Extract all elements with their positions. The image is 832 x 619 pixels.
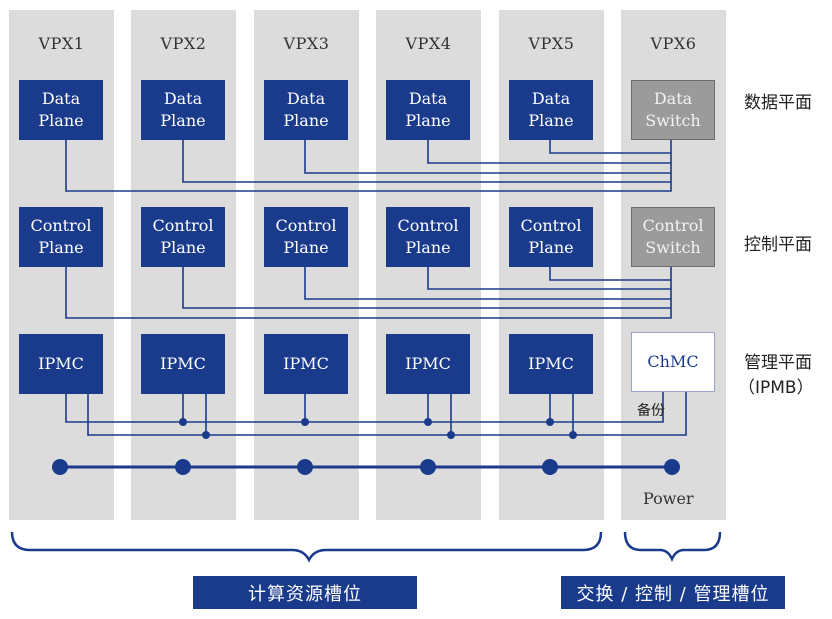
- data-plane-vpx4: Data Plane: [386, 80, 470, 140]
- data-plane-vpx3: Data Plane: [264, 80, 348, 140]
- ipmb-node: [202, 431, 210, 439]
- data-link-vpx5: [549, 140, 671, 154]
- control-switch-vpx6: Control Switch: [631, 207, 715, 267]
- control-link-vpx4: [427, 267, 671, 290]
- ipmb-bus-a: [65, 392, 664, 423]
- ipmb-node: [179, 418, 187, 426]
- ipmc-vpx2: IPMC: [141, 334, 225, 394]
- control-link-vpx5: [549, 267, 671, 281]
- ipmb-node: [569, 431, 577, 439]
- control-link-vpx3: [304, 267, 671, 300]
- backup-label: 备份: [637, 403, 665, 419]
- data-plane-vpx1: Data Plane: [19, 80, 103, 140]
- control-plane-vpx2: Control Plane: [141, 207, 225, 267]
- control-plane-vpx5: Control Plane: [509, 207, 593, 267]
- power-node-vpx2: [175, 459, 191, 475]
- ipmc-vpx4: IPMC: [386, 334, 470, 394]
- data-link-vpx4: [427, 140, 671, 164]
- data-link-vpx3: [304, 140, 671, 174]
- control-link-vpx2: [182, 267, 671, 309]
- slot-label-vpx2: VPX2: [160, 34, 207, 53]
- power-node-vpx6: [664, 459, 680, 475]
- power-node-vpx1: [52, 459, 68, 475]
- data-link-vpx2: [182, 140, 671, 183]
- slot-label-vpx6: VPX6: [650, 34, 697, 53]
- data-plane-label: 数据平面: [744, 93, 812, 113]
- control-plane-vpx1: Control Plane: [19, 207, 103, 267]
- ipmb-label: （IPMB）: [738, 378, 814, 398]
- slot-label-vpx5: VPX5: [528, 34, 575, 53]
- switch-slots-caption: 交换 / 控制 / 管理槽位: [561, 576, 785, 609]
- ipmb-bus-b: [87, 392, 687, 436]
- switch-slots-brace: [623, 531, 722, 563]
- ipmb-node: [546, 418, 554, 426]
- ipmb-node: [301, 418, 309, 426]
- power-node-vpx4: [420, 459, 436, 475]
- chmc-vpx6: ChMC: [631, 332, 715, 392]
- power-node-vpx3: [297, 459, 313, 475]
- control-plane-vpx3: Control Plane: [264, 207, 348, 267]
- data-plane-vpx2: Data Plane: [141, 80, 225, 140]
- slot-label-vpx1: VPX1: [38, 34, 85, 53]
- ipmc-vpx1: IPMC: [19, 334, 103, 394]
- ipmc-vpx3: IPMC: [264, 334, 348, 394]
- control-plane-vpx4: Control Plane: [386, 207, 470, 267]
- slot-label-vpx4: VPX4: [405, 34, 452, 53]
- ipmc-vpx5: IPMC: [509, 334, 593, 394]
- ipmb-node: [447, 431, 455, 439]
- control-link-vpx1: [65, 267, 672, 319]
- data-plane-vpx5: Data Plane: [509, 80, 593, 140]
- ipmb-node: [424, 418, 432, 426]
- slot-label-vpx3: VPX3: [283, 34, 330, 53]
- data-switch-vpx6: Data Switch: [631, 80, 715, 140]
- power-label: Power: [643, 489, 694, 508]
- compute-slots-caption: 计算资源槽位: [193, 576, 417, 609]
- data-link-vpx1: [65, 140, 672, 192]
- power-node-vpx5: [542, 459, 558, 475]
- control-plane-label: 控制平面: [744, 235, 812, 255]
- compute-slots-brace: [10, 531, 603, 563]
- mgmt-plane-label: 管理平面: [744, 353, 812, 373]
